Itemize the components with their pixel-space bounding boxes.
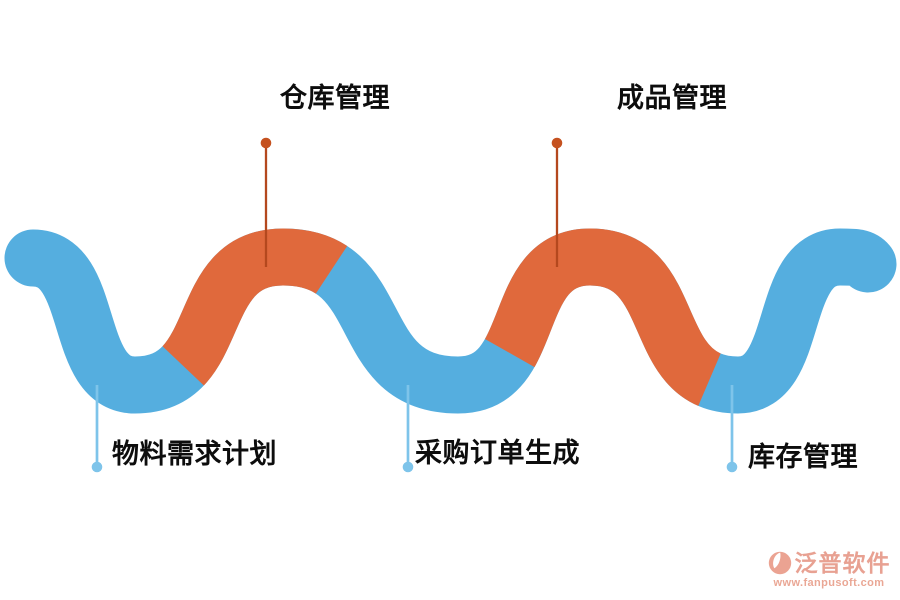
connector-dot-mrp [91, 461, 103, 473]
logo-url: www.fanpusoft.com [773, 577, 885, 589]
label-inventory-management: 库存管理 [748, 442, 858, 472]
label-material-requirements-planning: 物料需求计划 [112, 439, 277, 469]
fanpu-watermark: 泛普软件 www.fanpusoft.com [763, 549, 895, 589]
top-connectors [260, 137, 563, 267]
label-purchase-order-generation: 采购订单生成 [415, 438, 580, 468]
connector-dot-inventory [726, 461, 738, 473]
connector-dot-purchase-order [402, 461, 414, 473]
fanpu-logo-icon [768, 551, 791, 575]
logo-name: 泛普软件 [794, 549, 891, 576]
connector-dot-finished-goods [551, 137, 563, 149]
connector-dot-warehouse [260, 137, 272, 149]
label-warehouse-management: 仓库管理 [280, 83, 390, 113]
bottom-connectors [91, 385, 738, 473]
wave-path-blue [4, 228, 897, 414]
label-finished-goods-management: 成品管理 [617, 83, 727, 113]
